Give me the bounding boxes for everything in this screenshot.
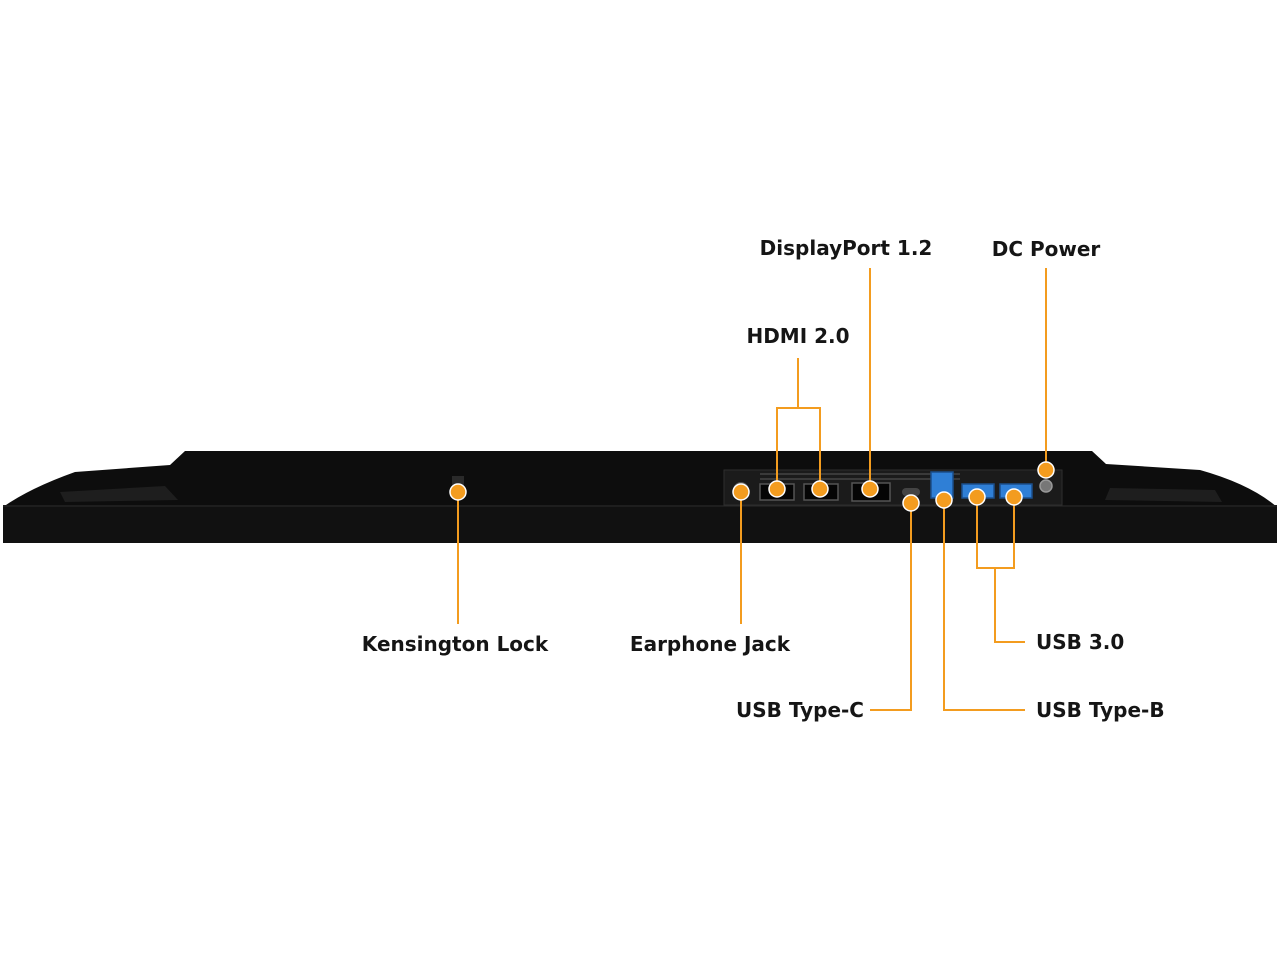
earphone-dot xyxy=(732,483,750,501)
hdmi-dot-2 xyxy=(811,480,829,498)
monitor-left-bevel xyxy=(60,486,178,502)
usb-3-label: USB 3.0 xyxy=(1036,630,1125,654)
hdmi-dot-1 xyxy=(768,480,786,498)
usb-type-b-leader xyxy=(943,500,1025,711)
usb-type-b-label: USB Type-B xyxy=(1036,698,1165,722)
vent-dots xyxy=(760,473,960,480)
kensington-lock-label: Kensington Lock xyxy=(361,632,549,656)
usb-type-c-label: USB Type-C xyxy=(735,698,864,722)
displayport-dot xyxy=(861,480,879,498)
dc-power-port xyxy=(1039,479,1053,493)
usb-type-c-leader xyxy=(870,503,912,711)
usb-type-c-port xyxy=(902,488,920,496)
usb-3-leader-stem xyxy=(994,568,1025,643)
usb-3-dot-2 xyxy=(1005,488,1023,506)
monitor-right-bevel xyxy=(1105,488,1222,502)
monitor-bottom-face xyxy=(3,505,1277,543)
callout-lines xyxy=(457,268,1047,711)
dc-power-label: DC Power xyxy=(991,237,1101,261)
kensington-dot xyxy=(449,483,467,501)
monitor-body xyxy=(3,451,1277,543)
usb-type-b-dot xyxy=(935,491,953,509)
dc-power-dot xyxy=(1037,461,1055,479)
callout-dots xyxy=(449,461,1055,512)
usb-type-c-dot xyxy=(902,494,920,512)
hdmi-label: HDMI 2.0 xyxy=(746,324,850,348)
usb-3-dot-1 xyxy=(968,488,986,506)
earphone-jack-label: Earphone Jack xyxy=(629,632,791,656)
displayport-label: DisplayPort 1.2 xyxy=(759,236,933,260)
